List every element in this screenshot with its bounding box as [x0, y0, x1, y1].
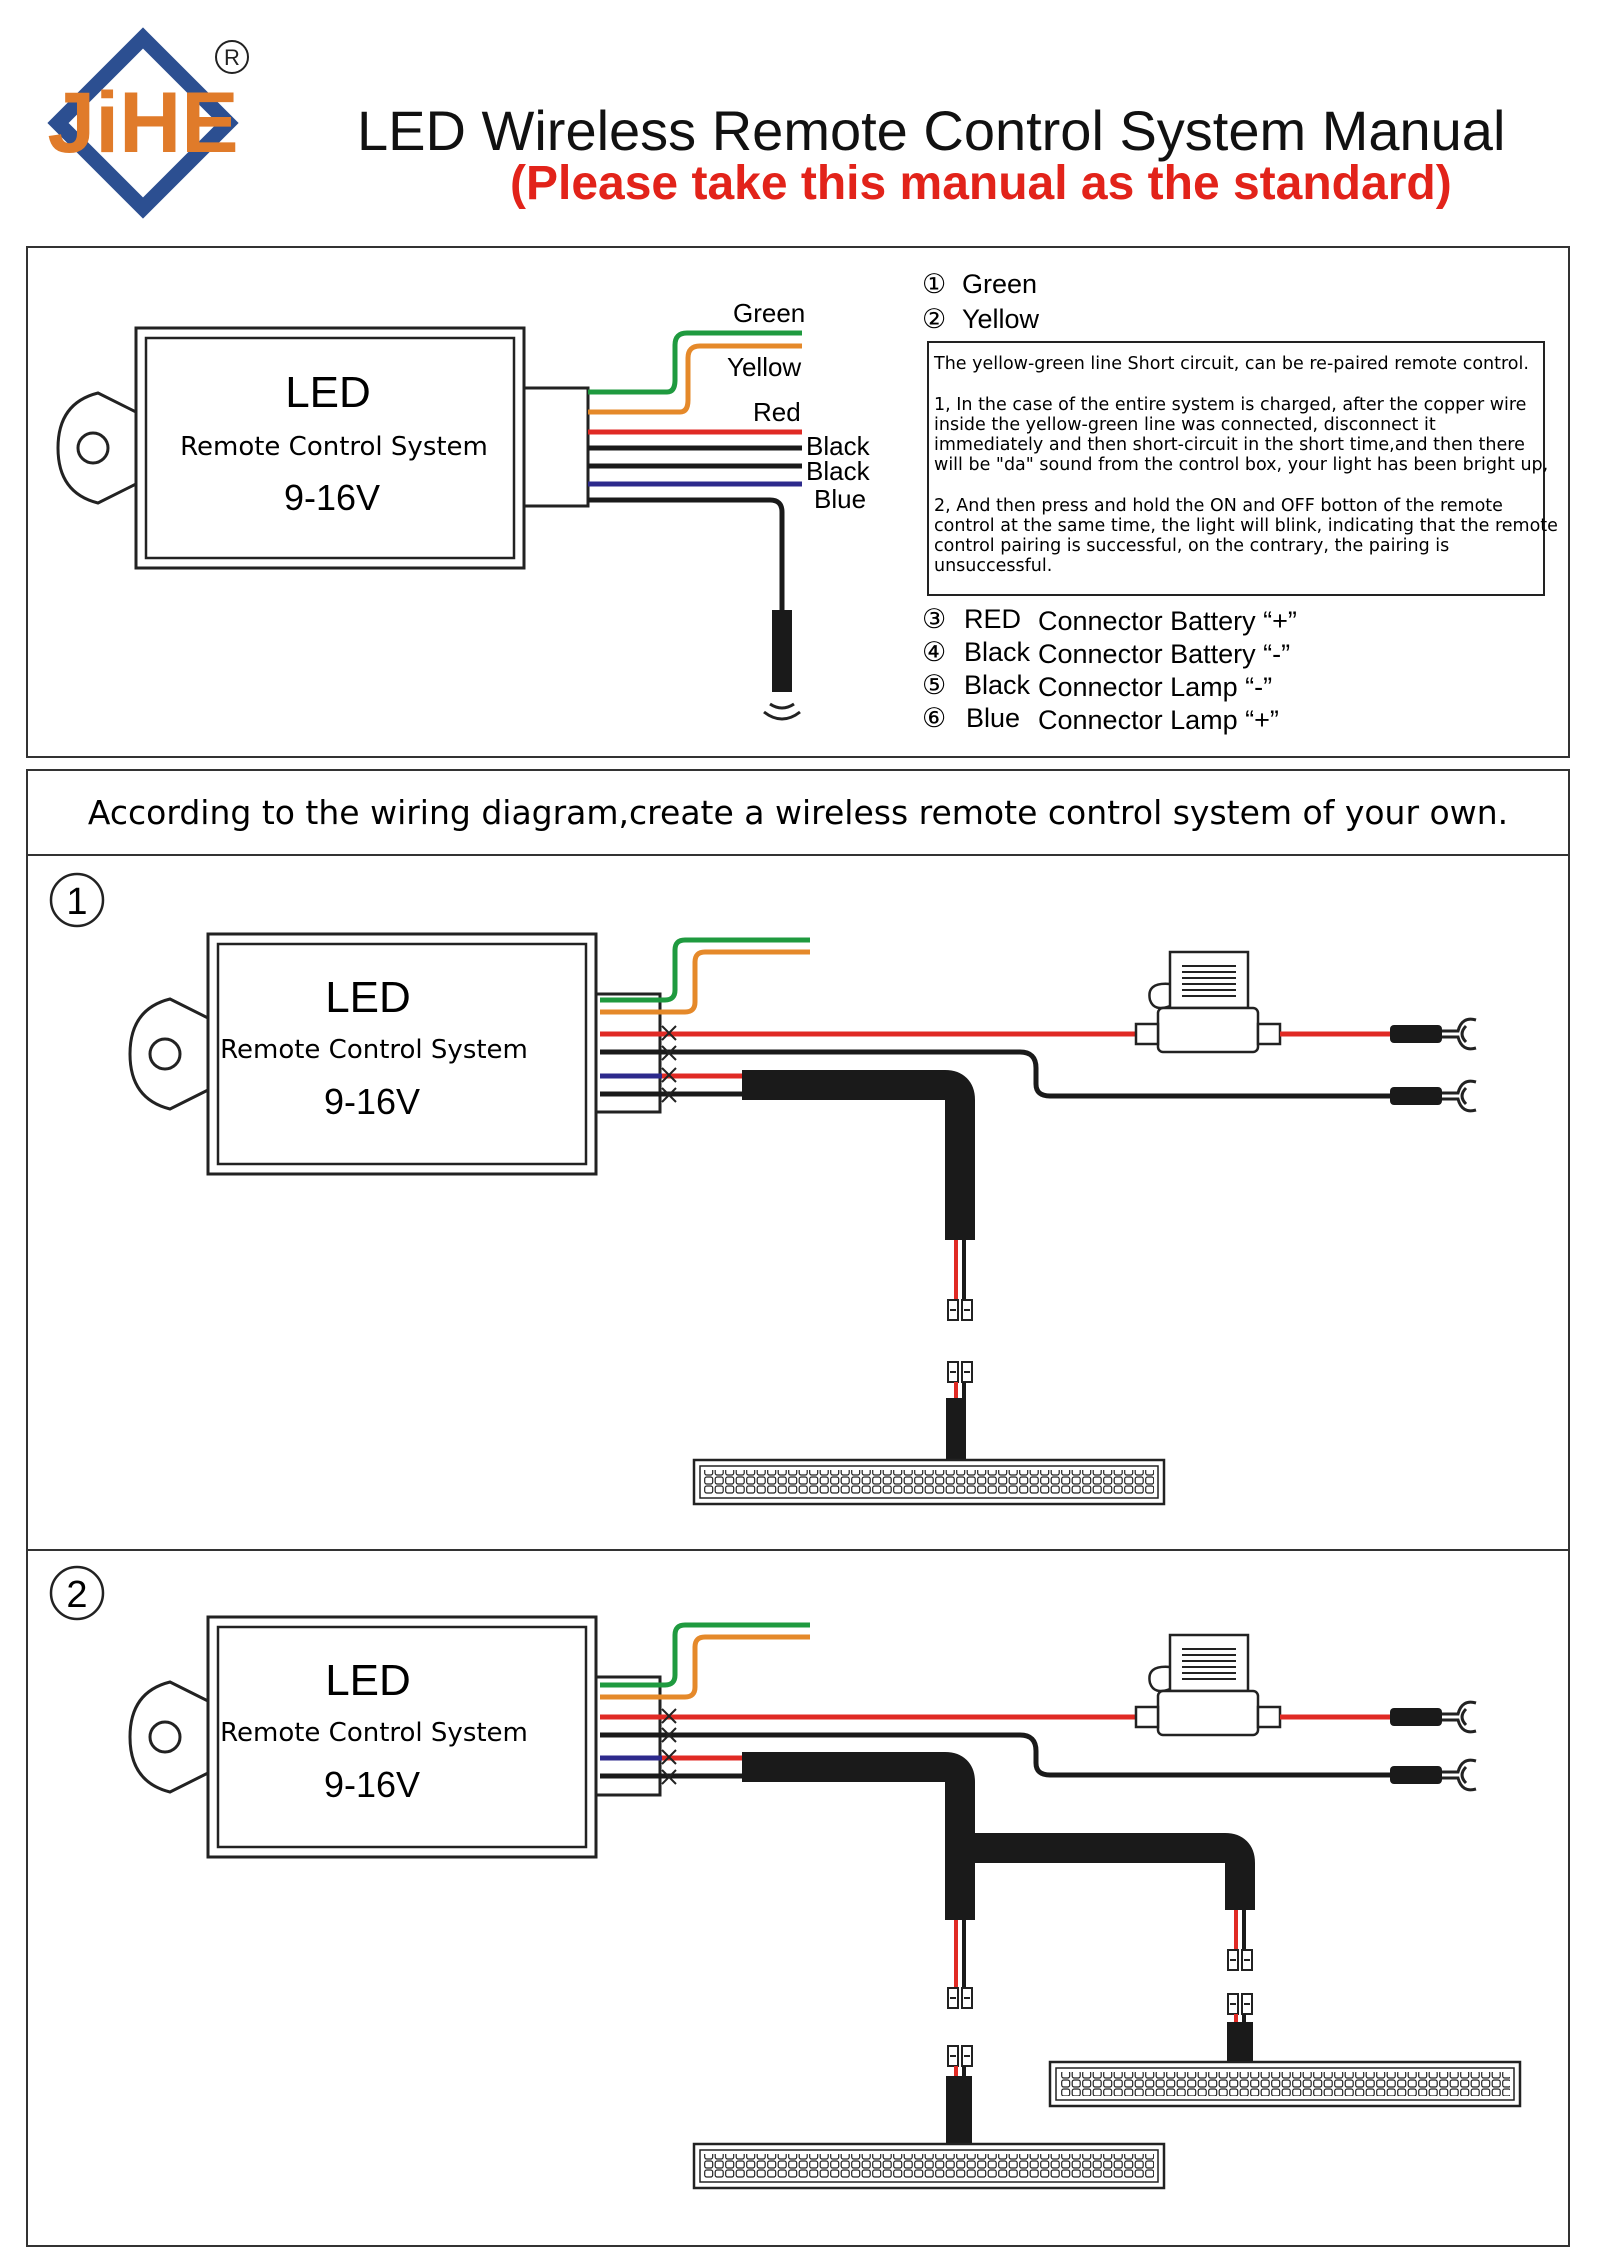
- diagram-2-module-voltage: 9-16V: [324, 1764, 420, 1805]
- legend-item-6-color: Blue: [966, 703, 1020, 733]
- diagram-1-number: 1: [66, 881, 87, 923]
- module-title: LED: [285, 368, 371, 417]
- wiring-diagram-1: 1 LED Remote Control System 9-16V: [49, 872, 1478, 1506]
- legend-item-6-text: Connector Lamp “+”: [1038, 705, 1279, 735]
- legend-item-1-num: ①: [922, 269, 946, 299]
- page-title: LED Wireless Remote Control System Manua…: [357, 99, 1505, 162]
- legend-item-4-color: Black: [964, 637, 1031, 667]
- legend-item-3-color: RED: [964, 604, 1021, 634]
- diagram-1-module-title: LED: [325, 973, 411, 1022]
- module-legend-diagram: LED Remote Control System 9-16V Green Ye…: [56, 298, 871, 721]
- note-p1-line3: immediately and then short-circuit in th…: [934, 435, 1525, 455]
- logo-text: JiHE: [47, 75, 238, 171]
- diagram-1-module-voltage: 9-16V: [324, 1081, 420, 1122]
- logo-diamond-icon: [47, 27, 239, 219]
- pairing-note-box: [927, 341, 1545, 596]
- registered-mark-icon: [215, 40, 249, 74]
- page-subtitle: (Please take this manual as the standard…: [510, 157, 1452, 210]
- note-p1-line1: 1, In the case of the entire system is c…: [934, 395, 1526, 415]
- diagram-1-module-subtitle: Remote Control System: [220, 1035, 528, 1065]
- wire-label-black-1: Black: [806, 431, 871, 461]
- legend-item-5-color: Black: [964, 670, 1031, 700]
- diagram-2-number-badge: [49, 1565, 105, 1621]
- registered-mark: R: [224, 45, 240, 70]
- pairing-note: The yellow-green line Short circuit, can…: [933, 354, 1558, 576]
- diagram-1-number-badge: [49, 872, 105, 928]
- legend-item-4-text: Connector Battery “-”: [1038, 639, 1290, 669]
- legend-item-3-num: ③: [922, 604, 946, 634]
- note-p1-line4: will be "da" sound from the control box,…: [934, 455, 1548, 475]
- legend-item-2-text: Yellow: [962, 304, 1040, 334]
- diagram-2-module-subtitle: Remote Control System: [220, 1718, 528, 1748]
- module-voltage: 9-16V: [284, 477, 380, 518]
- wiring-diagram-2: 2 LED Remote Control System 9-16V: [49, 1565, 1522, 2190]
- diagram-2-number: 2: [66, 1574, 87, 1616]
- legend-item-3-text: Connector Battery “+”: [1038, 606, 1297, 636]
- note-p2-line2: control at the same time, the light will…: [934, 516, 1558, 536]
- wire-label-red: Red: [753, 397, 801, 427]
- wire-label-green: Green: [733, 298, 805, 328]
- legend-item-5-num: ⑤: [922, 670, 946, 700]
- brand-logo: JiHE R: [47, 27, 249, 219]
- wiring-panel: [26, 769, 1570, 2247]
- wire-label-yellow: Yellow: [727, 352, 801, 382]
- diagram-2-module-title: LED: [325, 1656, 411, 1705]
- legend-item-2-num: ②: [922, 304, 946, 334]
- legend-top: ① Green ② Yellow: [922, 269, 1040, 334]
- legend-item-6-num: ⑥: [922, 703, 946, 733]
- legend-bottom: ③ RED Connector Battery “+” ④ Black Conn…: [922, 604, 1297, 735]
- note-p2-line4: unsuccessful.: [934, 556, 1052, 576]
- legend-item-4-num: ④: [922, 637, 946, 667]
- legend-item-5-text: Connector Lamp “-”: [1038, 672, 1272, 702]
- legend-item-1-text: Green: [962, 269, 1037, 299]
- note-p2-line3: control pairing is successful, on the co…: [934, 536, 1449, 556]
- note-p1-line2: inside the yellow-green line was connect…: [934, 415, 1436, 435]
- instructions-text: According to the wiring diagram,create a…: [88, 793, 1508, 832]
- wire-label-black-2: Black: [806, 456, 871, 486]
- antenna-signal-icon: [763, 702, 801, 721]
- note-line-intro: The yellow-green line Short circuit, can…: [933, 354, 1529, 374]
- legend-panel: [26, 246, 1570, 758]
- module-subtitle: Remote Control System: [180, 432, 488, 462]
- wire-label-blue: Blue: [814, 484, 866, 514]
- note-p2-line1: 2, And then press and hold the ON and OF…: [934, 496, 1503, 516]
